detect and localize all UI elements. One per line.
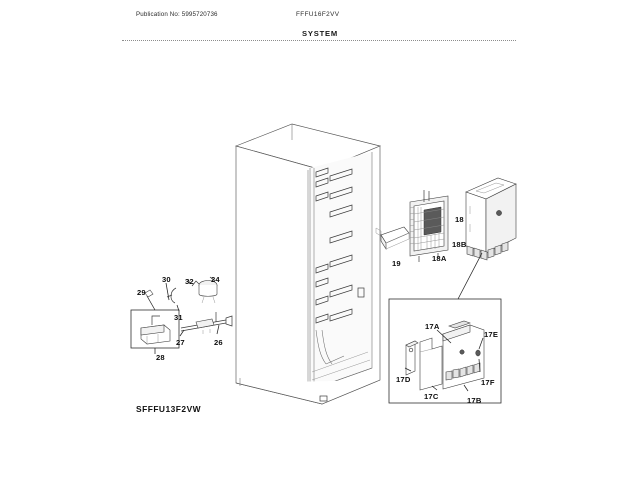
callout-18B: 18B bbox=[452, 240, 467, 249]
callout-17B: 17B bbox=[467, 396, 482, 405]
shelf-clips-front bbox=[315, 167, 329, 324]
model-number: FFFU16F2VV bbox=[296, 11, 340, 18]
valve-assembly bbox=[198, 276, 218, 304]
callout-31: 31 bbox=[174, 313, 183, 322]
shelf-brackets bbox=[329, 168, 353, 322]
callout-17F: 17F bbox=[481, 378, 495, 387]
freezer-cabinet-isometric bbox=[234, 123, 382, 405]
callout-19: 19 bbox=[392, 259, 401, 268]
page-title: SYSTEM bbox=[301, 29, 339, 38]
tubing-assembly bbox=[179, 312, 233, 337]
callout-30: 30 bbox=[162, 275, 171, 284]
model-tag: SFFFU13F2VW bbox=[136, 404, 202, 414]
publication-number: Publication No: 5995720736 bbox=[136, 11, 218, 18]
condenser-coil-assembly bbox=[409, 190, 449, 262]
compressor-shroud bbox=[419, 337, 443, 391]
compressor-housing bbox=[465, 177, 517, 261]
drain-pan bbox=[380, 226, 410, 251]
terminal-cover bbox=[445, 362, 481, 381]
callout-17C: 17C bbox=[424, 392, 439, 401]
callout-18A: 18A bbox=[432, 254, 447, 263]
callout-17D: 17D bbox=[396, 375, 411, 384]
header-divider bbox=[122, 40, 516, 42]
grommet bbox=[170, 287, 180, 312]
bracket-small bbox=[187, 278, 201, 287]
compressor-assembly-detail bbox=[388, 252, 502, 404]
callout-17E: 17E bbox=[484, 330, 499, 339]
overload-protector bbox=[475, 349, 481, 357]
callout-29: 29 bbox=[137, 288, 146, 297]
callout-17A: 17A bbox=[425, 322, 440, 331]
callout-18: 18 bbox=[455, 215, 464, 224]
callout-24: 24 bbox=[211, 275, 220, 284]
terminal-tabs bbox=[466, 241, 509, 261]
callout-27: 27 bbox=[176, 338, 185, 347]
mounting-bracket bbox=[405, 340, 419, 376]
callout-28: 28 bbox=[156, 353, 165, 362]
drain-trough-inset bbox=[140, 315, 171, 345]
compressor-body bbox=[442, 320, 485, 390]
drain-and-tubing-detail bbox=[130, 276, 233, 354]
callout-32: 32 bbox=[185, 277, 194, 286]
callout-26: 26 bbox=[214, 338, 223, 347]
drain-tube bbox=[144, 289, 156, 311]
